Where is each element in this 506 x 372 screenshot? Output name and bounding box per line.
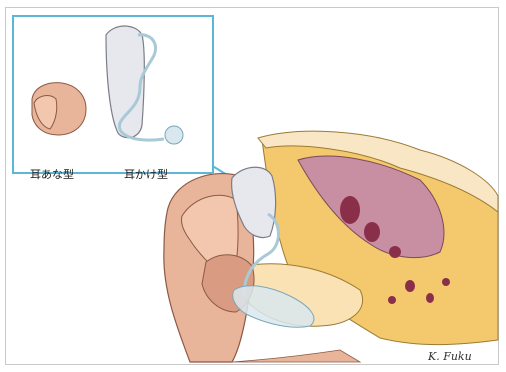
bte-device <box>106 26 144 138</box>
ite-label: 耳あな型 <box>30 169 74 180</box>
inset-illustrations <box>14 17 212 172</box>
hearing-aid-types-inset: 耳あな型 耳かけ型 <box>12 15 214 174</box>
bte-dome <box>165 126 183 144</box>
bte-label: 耳かけ型 <box>124 169 168 180</box>
artist-signature: K. Fuku <box>428 350 472 363</box>
